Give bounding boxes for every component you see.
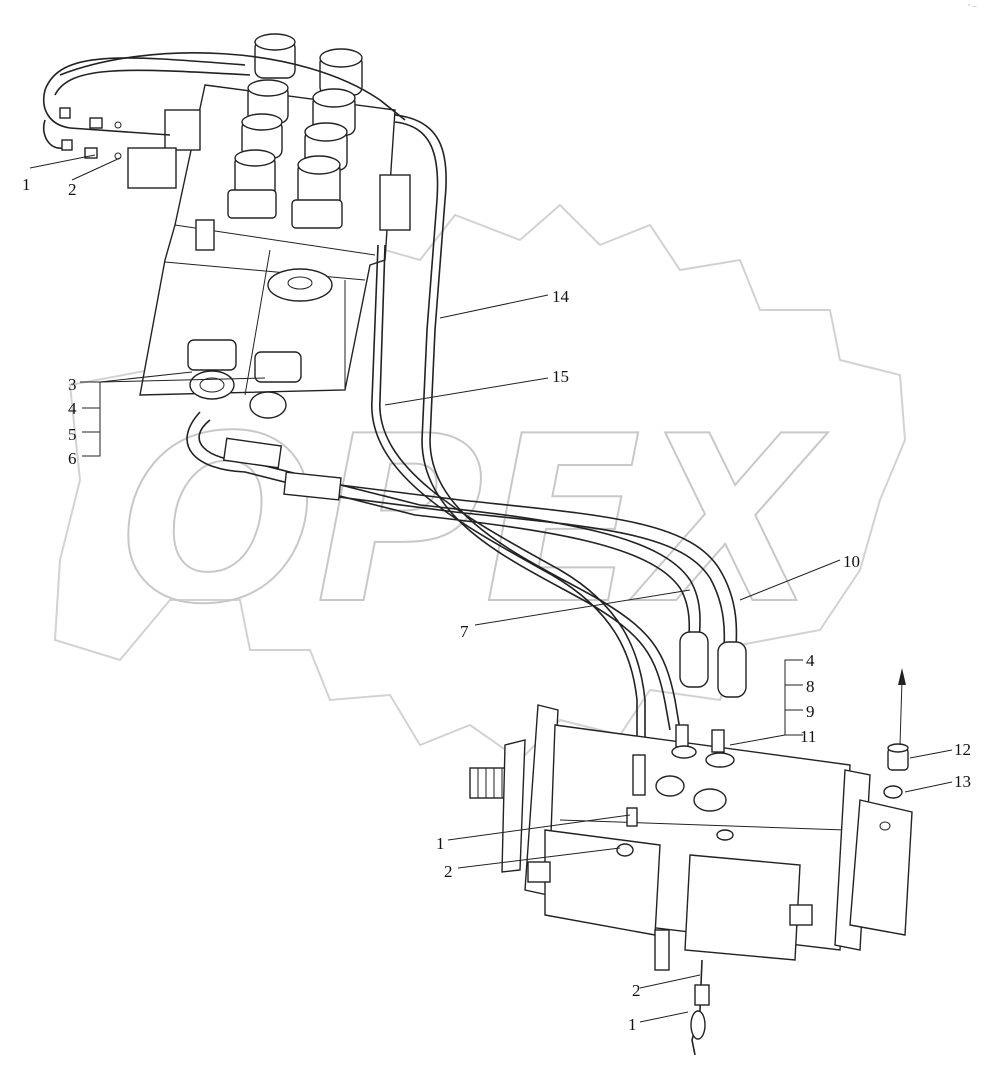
hose-end-14 (675, 724, 689, 748)
callout-4-left: 4 (68, 399, 77, 418)
solenoid-stack-left (227, 33, 296, 219)
port-flange-2 (693, 788, 727, 812)
hose-sleeve-2 (283, 471, 342, 501)
connector-box-right (379, 174, 411, 231)
callout-6: 6 (68, 449, 77, 468)
callouts: 1 2 3 4 5 6 14 15 10 7 4 8 9 11 12 13 1 … (22, 175, 971, 1034)
connector-box-lower (127, 147, 177, 189)
front-plate (501, 739, 526, 873)
bottom-port (654, 929, 670, 971)
hose-sleeve-1 (222, 437, 283, 469)
seal-13 (883, 785, 903, 799)
callout-5: 5 (68, 425, 77, 444)
pump-section-2 (684, 854, 801, 961)
leader-lines (29, 154, 953, 1023)
hose-end-10 (711, 729, 725, 753)
callout-2-top: 2 (68, 180, 77, 199)
callout-1-bottom: 1 (628, 1015, 637, 1034)
upper-left-fittings (43, 57, 251, 160)
callout-7: 7 (460, 622, 469, 641)
fitting-top (626, 807, 638, 827)
callout-10: 10 (843, 552, 860, 571)
hose-sleeve-4 (717, 641, 747, 698)
callout-1-mid: 1 (436, 834, 445, 853)
hose-sleeve-3 (679, 631, 709, 688)
callout-14: 14 (552, 287, 570, 306)
flange-right (249, 351, 302, 419)
connector-box-upper (164, 109, 201, 151)
solenoid-stack-right (291, 48, 363, 229)
callout-4-right: 4 (806, 651, 815, 670)
callout-9: 9 (806, 702, 815, 721)
callout-11: 11 (800, 727, 816, 746)
direction-arrow (898, 668, 906, 685)
rear-cover (849, 799, 913, 936)
bottom-fitting (694, 984, 710, 1006)
callout-2-bottom: 2 (632, 981, 641, 1000)
cover-plate (267, 268, 333, 302)
flange-left (187, 339, 237, 400)
callout-2-mid: 2 (444, 862, 453, 881)
callout-15: 15 (552, 367, 569, 386)
callout-1-top: 1 (22, 175, 31, 194)
plug-fitting (195, 219, 215, 251)
fitting-12 (887, 743, 909, 771)
control-valve-assembly (127, 33, 411, 419)
callout-8: 8 (806, 677, 815, 696)
hydraulic-pump-assembly (469, 668, 913, 1056)
port-flange-1 (655, 775, 685, 797)
callout-3: 3 (68, 375, 77, 394)
pump-section-1 (544, 829, 661, 936)
corner-mark: ° — (968, 4, 977, 10)
hose-routing (59, 52, 747, 745)
callout-12: 12 (954, 740, 971, 759)
hose-end-15 (632, 754, 646, 796)
callout-13: 13 (954, 772, 971, 791)
